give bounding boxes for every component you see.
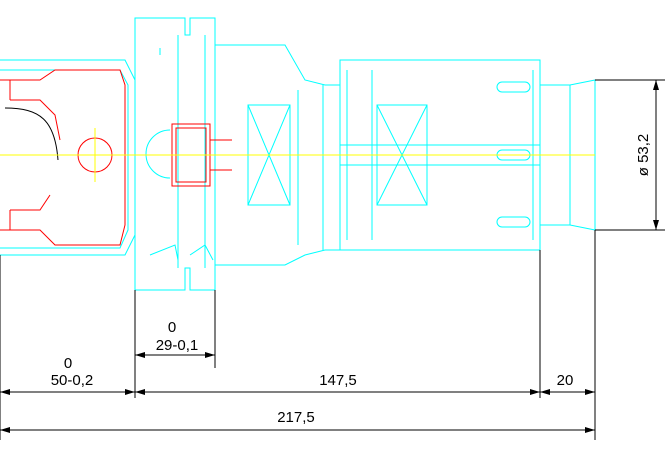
dim-20-value: 20 (557, 372, 574, 389)
dim-50-value: 50-0,2 (51, 372, 94, 389)
tool-holder-outline (0, 17, 596, 291)
dim-29-value: 29-0,1 (156, 337, 199, 354)
dim-147-value: 147,5 (319, 372, 357, 389)
inner-bore (0, 69, 232, 246)
dim-diameter-value: ø 53,2 (635, 134, 652, 177)
dimension-lines (0, 79, 665, 440)
dim-50-tolerance: 0 (64, 355, 72, 372)
dim-29-tolerance: 0 (168, 319, 176, 336)
dim-total-value: 217,5 (277, 409, 315, 426)
